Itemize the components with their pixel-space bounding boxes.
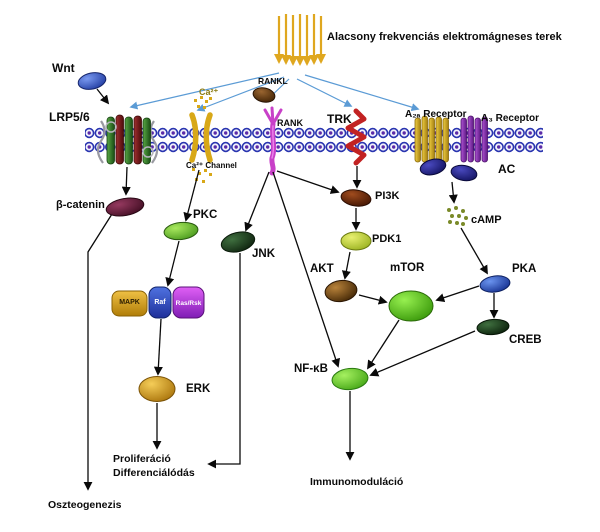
camp-label: cAMP — [471, 214, 502, 226]
pi3k-label: PI3K — [375, 190, 400, 202]
pka-label: PKA — [512, 263, 537, 275]
figure-title: Alacsony frekvenciás elektromágneses ter… — [327, 31, 562, 43]
pathway-arrows — [83, 88, 499, 491]
erk-node — [138, 376, 176, 402]
mtor-label: mTOR — [390, 262, 425, 274]
pkc-label: PKC — [193, 209, 218, 221]
wnt-label: Wnt — [52, 61, 75, 75]
proliferation-label: Proliferáció — [113, 453, 171, 465]
b-catenin-node — [105, 197, 145, 217]
pkc-node — [163, 221, 199, 241]
jnk-node — [220, 231, 256, 253]
a2a-receptor — [414, 115, 449, 163]
osteogenesis-label: Oszteogenezis — [48, 499, 122, 511]
creb-node — [476, 318, 510, 336]
pi3k-node — [340, 189, 372, 207]
ac-subunit-2 — [450, 164, 478, 182]
akt-label: AKT — [310, 263, 334, 275]
nfkb-label: NF-κB — [294, 363, 328, 375]
ras-rsk-label: Ras/Rsk — [175, 300, 202, 307]
akt-node — [324, 279, 358, 303]
lrp56-label: LRP5/6 — [49, 110, 90, 124]
rankl-label: RANKL — [258, 76, 288, 86]
ca-channel-label: Ca²⁺ Channel — [186, 161, 237, 170]
wnt-ligand — [77, 72, 107, 90]
a3-receptor — [460, 115, 488, 163]
differentiation-label: Differenciálódás — [113, 467, 195, 479]
pdk1-label: PDK1 — [372, 233, 402, 245]
nfkb-node — [331, 367, 369, 391]
a2a-receptor-label: A₂ₐ Receptor — [405, 109, 467, 120]
calcium-channel — [189, 112, 213, 163]
mapk-label: MAPK — [119, 299, 140, 306]
camp-cluster-icon — [447, 206, 468, 226]
pdk1-node — [340, 231, 372, 251]
b-catenin-label: β-catenin — [56, 199, 105, 211]
rank-receptor — [263, 106, 283, 176]
raf-label: Raf — [154, 299, 166, 306]
emf-arrows-icon — [274, 14, 326, 66]
erk-label: ERK — [186, 383, 211, 395]
ac-label: AC — [498, 162, 516, 176]
mtor-node — [388, 290, 434, 322]
creb-label: CREB — [509, 334, 542, 346]
lrp56-receptor — [96, 114, 159, 165]
rank-label: RANK — [277, 118, 303, 128]
rankl-ligand — [252, 87, 276, 103]
a3-receptor-label: A₃ Receptor — [481, 113, 539, 124]
immunomodulation-label: Immunomoduláció — [310, 476, 404, 488]
trk-label: TRK — [327, 112, 352, 126]
mapk-raf-ras-complex — [111, 286, 205, 319]
ca-ion-label: Ca²⁺ — [199, 87, 219, 97]
ac-subunit-1 — [419, 158, 447, 176]
pka-node — [479, 275, 511, 293]
jnk-label: JNK — [252, 248, 276, 260]
trk-receptor — [345, 108, 367, 166]
